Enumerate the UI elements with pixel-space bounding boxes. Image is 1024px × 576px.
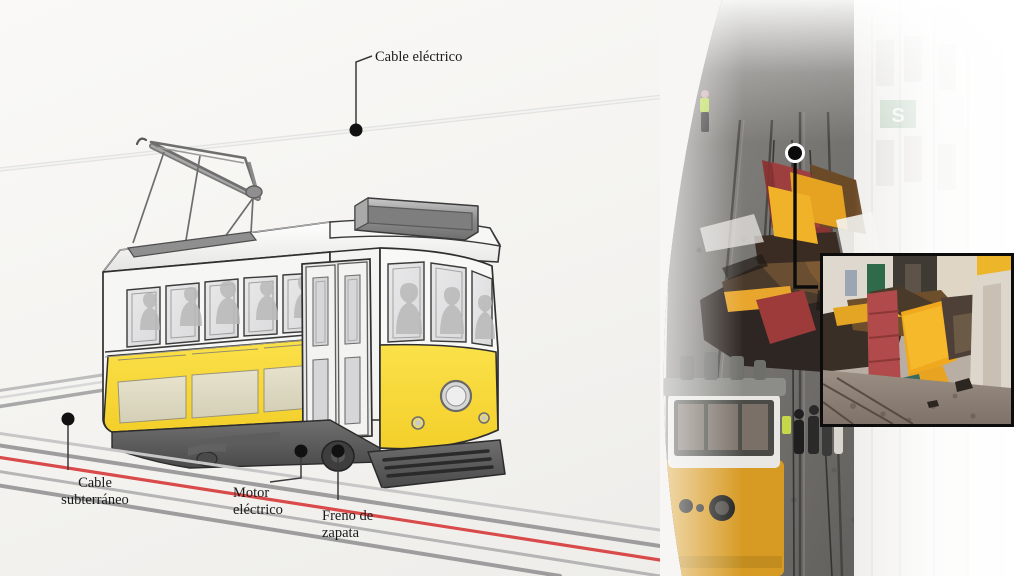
tram-body (102, 196, 506, 489)
tram-door (301, 258, 373, 441)
dot-cable-subterraneo (61, 412, 75, 426)
crash-marker-dot[interactable] (785, 143, 805, 163)
dot-motor-electrico (294, 444, 308, 458)
callout-label-line: Cable (78, 475, 112, 491)
callout-dots (61, 123, 363, 458)
callout-label-line: Freno de (322, 508, 374, 524)
dot-cable-electrico (349, 123, 363, 137)
inset-photo (820, 253, 1014, 427)
tram-illustration (0, 55, 660, 576)
cowcatcher (367, 439, 506, 489)
front-lamps (411, 412, 490, 430)
inset-photo-content (823, 256, 1011, 424)
callout-label-line: eléctrico (233, 502, 283, 519)
callout-label-line: zapata (322, 525, 360, 542)
callout-label-line: subterráneo (61, 492, 129, 509)
callout-leaders (67, 55, 373, 500)
rails-front (0, 431, 660, 576)
callout-label-line: Motor (233, 485, 270, 501)
headlight (439, 379, 473, 413)
pantograph (132, 137, 263, 253)
overhead-wire (0, 94, 660, 172)
dot-freno-de-zapata (331, 444, 345, 458)
underground-cable-line (0, 455, 660, 562)
callout-label-cable-electrico: Cable eléctrico (375, 49, 463, 65)
